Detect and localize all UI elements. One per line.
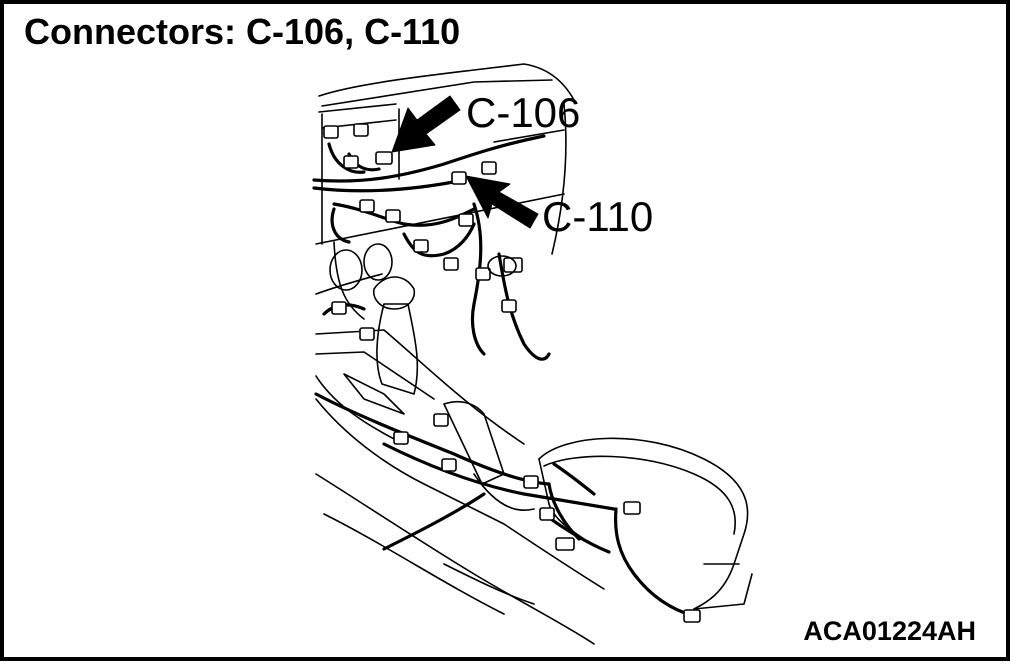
arrow-c106	[391, 95, 461, 153]
wiring-harness	[312, 134, 696, 618]
diagram-title: Connectors: C-106, C-110	[24, 11, 461, 52]
pointer-arrows	[391, 95, 539, 229]
harness-illustration	[312, 63, 753, 645]
arrow-c110	[465, 175, 539, 229]
vent-circles	[329, 243, 517, 291]
armrest-outline	[538, 437, 753, 610]
connector-blocks	[323, 123, 701, 623]
figure-code: ACA01224AH	[803, 616, 976, 646]
label-c110: C-110	[542, 193, 654, 240]
label-c106: C-106	[466, 89, 581, 136]
